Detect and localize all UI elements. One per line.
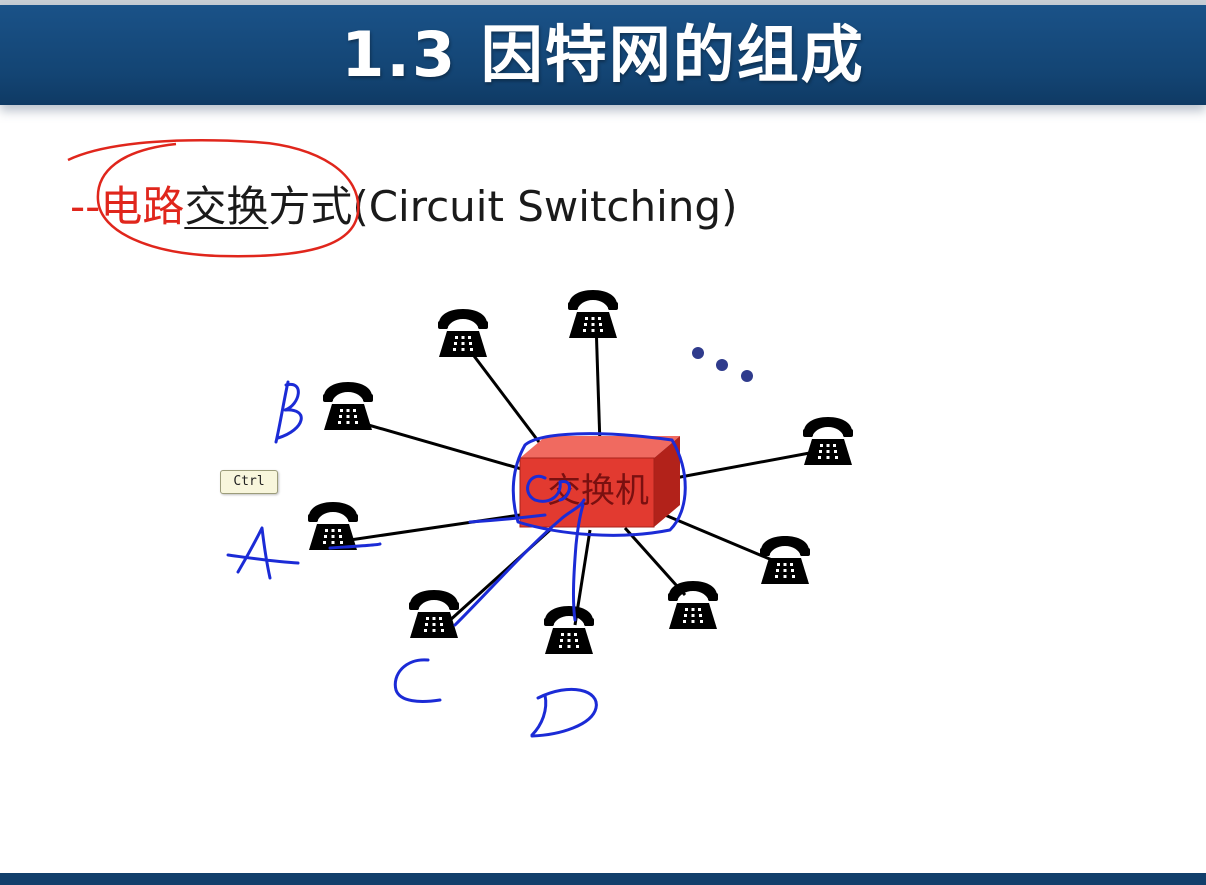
telephone-icon	[668, 581, 718, 629]
handwritten-annotations	[226, 380, 687, 738]
slide-subtitle: --电路交换方式(Circuit Switching)	[70, 172, 737, 242]
telephone-icon	[760, 536, 810, 584]
subtitle-rest: 方式(Circuit Switching)	[268, 182, 738, 231]
telephone-icon	[438, 309, 488, 357]
path-c-to-switch	[453, 498, 586, 627]
ctrl-tooltip: Ctrl	[220, 470, 278, 494]
top-strip	[0, 0, 1206, 5]
telephone-icon	[544, 606, 594, 654]
link-line	[357, 420, 526, 472]
link-line	[466, 347, 547, 451]
slide-title: 1.3 因特网的组成	[341, 18, 865, 91]
link-line	[664, 513, 773, 562]
switch-label: 交换机	[547, 471, 649, 511]
bottom-bar	[0, 873, 1206, 885]
handwritten-letter-a	[226, 526, 300, 580]
handwritten-letter-d	[530, 687, 598, 738]
path-a-to-switch	[328, 513, 547, 550]
telephone-icon	[409, 590, 459, 638]
switch-outline-scribble	[511, 432, 687, 537]
switch-scribble	[526, 474, 571, 503]
subtitle-highlight: 电路	[100, 182, 185, 231]
switch-box: 交换机	[519, 436, 680, 528]
subtitle-dash: --	[70, 182, 101, 231]
subtitle-underlined: 交换	[184, 182, 269, 231]
red-annotation-circle	[67, 139, 360, 258]
telephone-icon	[308, 502, 358, 550]
link-line	[594, 321, 602, 446]
handwritten-letter-b	[274, 380, 303, 444]
link-line	[674, 450, 816, 480]
link-line	[623, 526, 687, 597]
telephone-icon	[323, 382, 373, 430]
ellipsis-dots	[692, 347, 753, 382]
title-bar: 1.3 因特网的组成	[0, 5, 1206, 105]
path-d-to-switch	[571, 503, 585, 622]
handwritten-letter-c	[393, 658, 442, 703]
telephone-icon	[568, 290, 618, 338]
telephone-icon	[803, 417, 853, 465]
